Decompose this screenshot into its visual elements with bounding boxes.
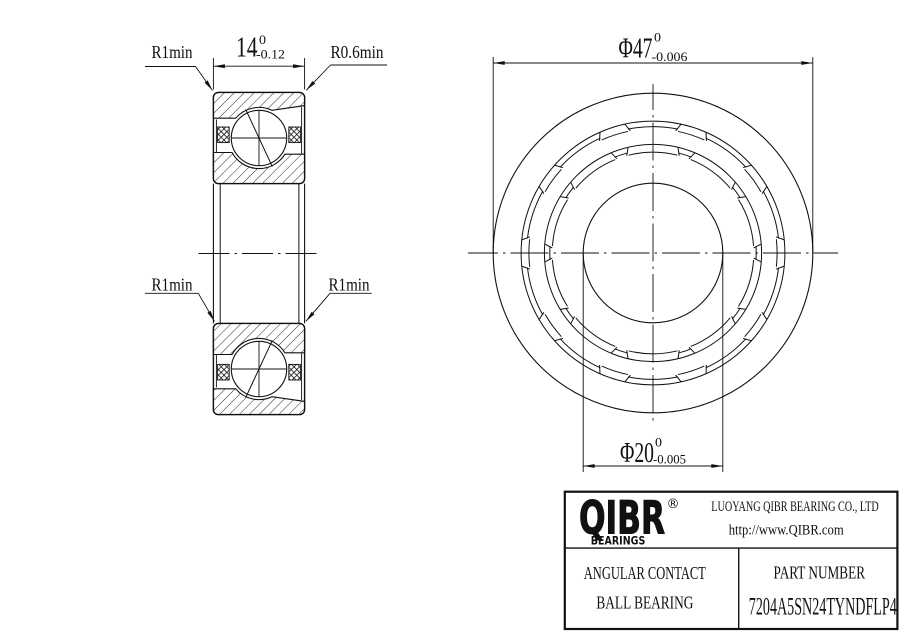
lower-section-cut	[212, 322, 306, 416]
cage-pocket-tick	[742, 337, 752, 342]
cage-pocket-tick	[560, 307, 569, 310]
company-name: LUOYANG QIBR BEARING CO., LTD	[711, 499, 879, 515]
cage-pocket-tick	[761, 311, 768, 320]
dim-14-lower-tol: -0.12	[256, 47, 285, 62]
leader-arrowhead	[204, 80, 213, 91]
dim-od-value: Φ47	[619, 34, 653, 65]
seal-cross-section	[217, 126, 230, 144]
dimension-arrowhead	[213, 64, 225, 69]
ring-section-outline	[212, 322, 306, 416]
cage-pocket-tick	[554, 164, 564, 169]
cage-pocket-tick	[742, 164, 752, 169]
dimension-arrowhead	[711, 464, 723, 468]
cage-pocket-tick	[753, 257, 762, 263]
cage-pocket-tick	[570, 181, 575, 190]
qibr-logo-text: QIBR	[579, 492, 665, 545]
labels: 14 0 -0.12 R1min R0.6min R1min R1min Φ47…	[152, 30, 689, 470]
registered-trademark-icon: ®	[667, 497, 680, 512]
seal-cross-section	[288, 126, 301, 144]
leader-arrowhead	[305, 311, 315, 322]
cage-pocket-tick	[610, 346, 618, 354]
title-block-border	[563, 490, 899, 631]
dimensions	[212, 57, 814, 472]
cage-pocket-tick	[737, 196, 746, 199]
cage-pocket-tick	[544, 257, 553, 263]
cage-pocket-tick	[737, 307, 746, 310]
product-type-line2: BALL BEARING	[596, 593, 693, 613]
leader-lines	[145, 64, 387, 322]
part-number-value: 7204A5SN24TYNDFLP4	[749, 594, 897, 621]
cage-pocket-tick	[731, 316, 736, 325]
fillet-label-inner-right: R1min	[329, 275, 370, 295]
dim-bore-upper-tol: 0	[655, 435, 662, 450]
product-type-line1: ANGULAR CONTACT	[584, 563, 706, 583]
cage-pocket-tick	[626, 147, 629, 156]
cage-pocket-tick	[675, 123, 682, 132]
cage-pocket-tick	[624, 123, 631, 132]
dim-od-upper-tol: 0	[654, 30, 661, 45]
fillet-label-outer-right: R0.6min	[331, 42, 384, 62]
dim-bore-lower-tol: -0.005	[653, 452, 686, 467]
seal-cross-section	[217, 363, 230, 381]
dimension-arrowhead	[493, 61, 505, 65]
dim-14-value: 14	[236, 33, 258, 64]
cage-pocket-tick	[554, 337, 564, 342]
cage-pocket-tick	[626, 350, 629, 359]
cage-pocket-tick	[775, 236, 785, 241]
part-number-label: PART NUMBER	[774, 563, 866, 583]
cage-pocket-tick	[521, 265, 531, 270]
cage-pocket-tick	[624, 374, 631, 383]
cage-pocket-tick	[775, 265, 785, 270]
cage-pocket-tick	[560, 196, 569, 199]
dimension-arrowhead	[583, 464, 595, 468]
dim-bore-value: Φ20	[620, 438, 654, 469]
front-view	[468, 84, 838, 422]
cage-pocket-tick	[688, 346, 696, 354]
cage-pocket-tick	[677, 147, 680, 156]
cage-pocket-tick	[538, 186, 545, 195]
dimension-arrowhead	[801, 61, 813, 65]
dimension-arrowhead	[293, 64, 305, 69]
cage-pocket-tick	[761, 186, 768, 195]
cage-pocket-tick	[538, 311, 545, 320]
cage-pocket-tick	[610, 152, 618, 160]
leader-arrowhead	[207, 310, 215, 322]
upper-section-cut	[212, 91, 306, 185]
dim-14-upper-tol: 0	[259, 32, 266, 47]
contact-angle-line	[245, 109, 273, 167]
seal-cross-section	[288, 363, 301, 381]
cage-pocket-tick	[544, 243, 553, 249]
cage-pocket-tick	[688, 152, 696, 160]
cage-pocket-tick	[753, 243, 762, 249]
cage-pocket-tick	[521, 236, 531, 241]
fillet-label-inner-left: R1min	[152, 275, 193, 295]
title-block: QIBR ® BEARINGS LUOYANG QIBR BEARING CO.…	[563, 490, 899, 631]
ring-section-outline	[212, 91, 306, 185]
company-website: http://www.QIBR.com	[729, 523, 845, 539]
cage-pocket-tick	[677, 350, 680, 359]
cage-pocket-tick	[675, 374, 682, 383]
dim-od-lower-tol: -0.006	[652, 49, 689, 64]
cage-pocket-tick	[731, 181, 736, 190]
cage-pocket-tick	[570, 316, 575, 325]
qibr-logo-tagline: BEARINGS	[591, 534, 646, 548]
section-view	[198, 91, 319, 416]
contact-angle-line	[245, 340, 273, 398]
leader-arrowhead	[306, 81, 316, 91]
fillet-label-outer-left: R1min	[152, 42, 193, 62]
